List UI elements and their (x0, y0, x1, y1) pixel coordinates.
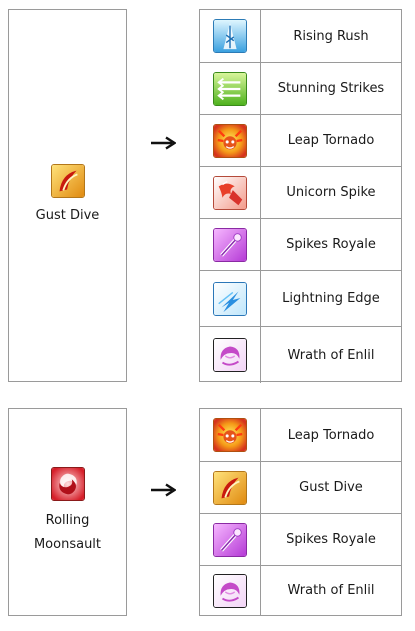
source-skill-name: Gust Dive (35, 207, 100, 223)
gust-dive-icon (213, 470, 247, 505)
leap-tornado-icon (213, 123, 247, 158)
skill-name: Gust Dive (299, 480, 363, 495)
arrow-right-icon (151, 483, 176, 497)
source-skill-name: Rolling Moonsault (34, 509, 101, 557)
lightning-edge-icon (213, 281, 247, 316)
wrath-of-enlil-icon (213, 338, 247, 372)
list-item: Wrath of Enlil (200, 326, 401, 383)
skill-name: Wrath of Enlil (287, 347, 375, 363)
list-item: Spikes Royale (200, 218, 401, 270)
stunning-strikes-icon (213, 71, 247, 106)
list-item: Stunning Strikes (200, 62, 401, 114)
target-skill-list: Rising Rush Stunning Strikes (199, 9, 402, 383)
list-item: Spikes Royale (200, 513, 401, 565)
list-item: Gust Dive (200, 461, 401, 513)
spikes-royale-icon (213, 227, 247, 262)
rolling-moonsault-icon (50, 467, 85, 501)
skill-group-gust-dive: Gust Dive Rising Rush (8, 9, 402, 383)
list-item: Wrath of Enlil (200, 565, 401, 615)
leap-tornado-icon (213, 418, 247, 452)
unicorn-spike-icon (213, 175, 247, 210)
skill-name: Wrath of Enlil (287, 583, 375, 598)
skill-name: Spikes Royale (286, 532, 376, 547)
source-skill-box: Gust Dive (8, 9, 127, 382)
wrath-of-enlil-icon (213, 573, 247, 608)
skill-name: Leap Tornado (287, 133, 375, 148)
list-item: Leap Tornado (200, 409, 401, 461)
skill-name: Stunning Strikes (277, 81, 385, 96)
skill-name: Rising Rush (293, 28, 369, 44)
source-skill-name-line2: Moonsault (33, 537, 102, 552)
arrow-right-icon (151, 136, 176, 150)
list-item: Leap Tornado (200, 114, 401, 166)
list-item: Unicorn Spike (200, 166, 401, 218)
spikes-royale-icon (213, 522, 247, 557)
skill-group-rolling-moonsault: Rolling Moonsault Leap Tornado (0, 395, 415, 631)
list-item: Rising Rush (200, 10, 401, 62)
source-skill-box: Rolling Moonsault (8, 408, 127, 616)
gust-dive-icon (50, 163, 85, 198)
target-skill-list: Leap Tornado Gust Dive (199, 408, 402, 616)
rising-rush-icon (213, 19, 247, 53)
skill-name: Unicorn Spike (286, 185, 376, 200)
source-skill-name-line1: Rolling (45, 513, 90, 528)
skill-name: Lightning Edge (282, 291, 380, 306)
skill-name: Leap Tornado (287, 427, 375, 443)
list-item: Lightning Edge (200, 270, 401, 326)
skill-name: Spikes Royale (286, 237, 376, 252)
